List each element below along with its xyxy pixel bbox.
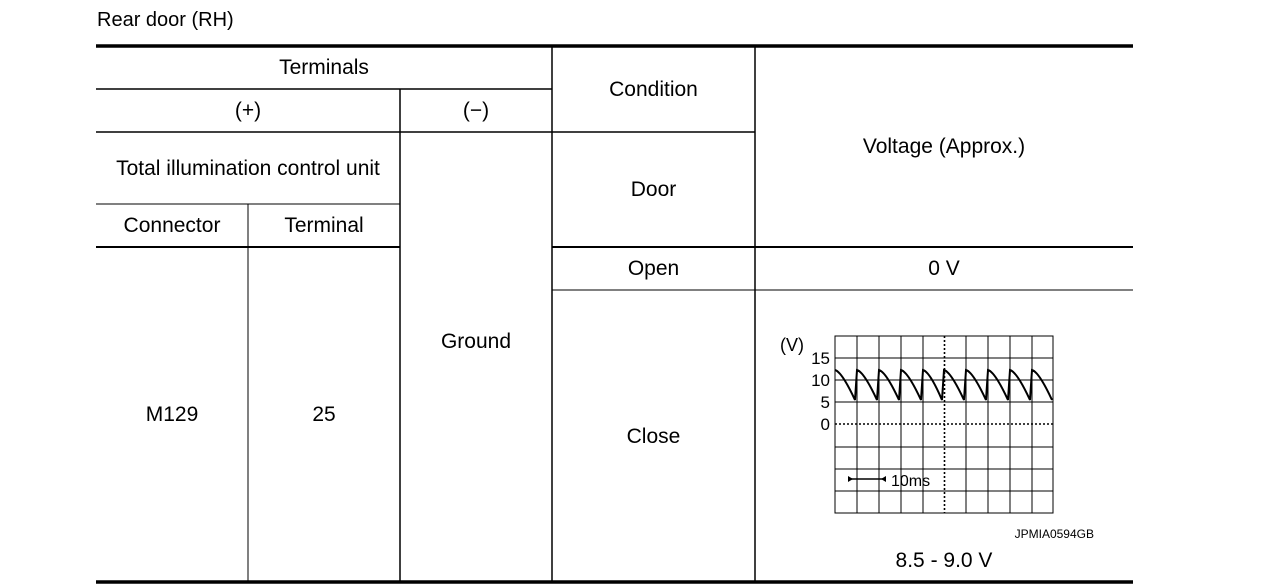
cell-ground: Ground	[440, 329, 512, 353]
cell-open-voltage: 0 V	[928, 257, 960, 280]
header-voltage: Voltage (Approx.)	[862, 135, 1026, 158]
cell-close-voltage: 8.5 - 9.0 V	[895, 548, 993, 572]
header-plus: (+)	[234, 99, 262, 122]
y-unit-label: (V)	[780, 335, 804, 355]
cell-close-label: Close	[626, 424, 681, 448]
header-terminals: Terminals	[279, 56, 369, 79]
cell-terminal: 25	[312, 403, 336, 426]
cell-open-label: Open	[627, 257, 680, 280]
cell-connector: M129	[145, 403, 199, 426]
y-tick-label: 15	[811, 349, 830, 368]
header-unit-name: Total illumination control unit	[116, 156, 380, 180]
header-minus: (−)	[462, 99, 490, 122]
header-condition: Condition	[609, 77, 698, 101]
figure-code: JPMIA0594GB	[1015, 527, 1094, 541]
waveform-trace	[834, 368, 1053, 401]
time-scale-label: 10ms	[891, 473, 930, 490]
waveform-figure: 10ms (V) 15 10 5 0 JPMIA0594GB	[770, 330, 1110, 545]
y-tick-label: 5	[821, 393, 830, 412]
y-tick-label: 0	[821, 415, 830, 434]
header-terminal: Terminal	[284, 214, 364, 237]
header-connector: Connector	[123, 214, 221, 237]
y-tick-label: 10	[811, 371, 830, 390]
header-door: Door	[630, 178, 677, 201]
section-caption: Rear door (RH)	[97, 9, 234, 31]
